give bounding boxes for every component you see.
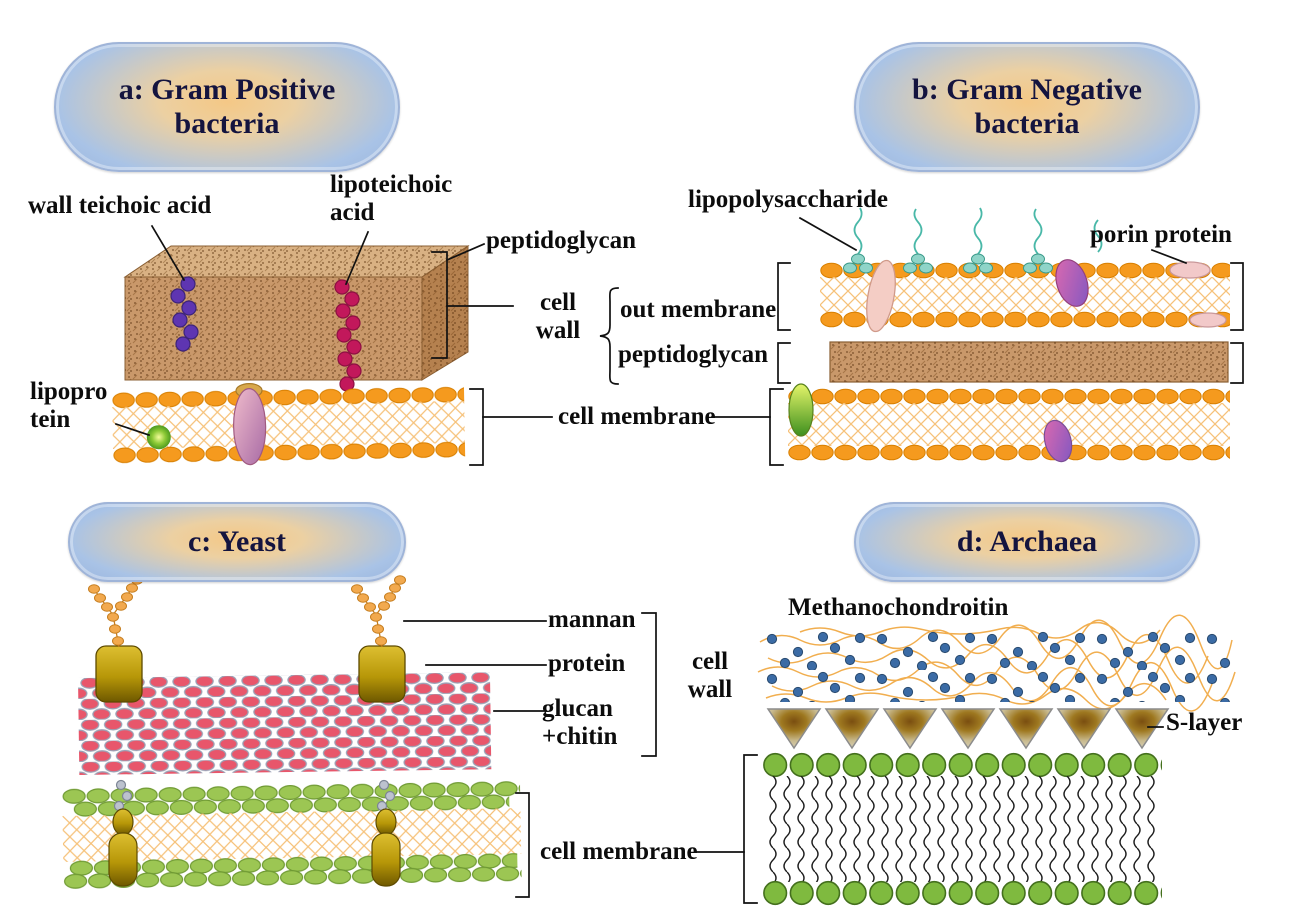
- porin-channel: [866, 259, 896, 333]
- peptidoglycan-bracket: [431, 251, 448, 359]
- lipopolysaccharide-molecules: [843, 207, 1103, 274]
- label-wall-teichoic-acid: wall teichoic acid: [28, 192, 212, 219]
- panel-a-title: a: Gram Positive bacteria: [118, 72, 336, 141]
- cell-membrane-d-bracket: [743, 754, 758, 904]
- label-methanochondroitin: Methanochondroitin: [788, 594, 1009, 621]
- porin-protein-oval: [1189, 312, 1227, 328]
- peptidoglycan-b-bracket: [777, 342, 791, 384]
- label-cell-membrane-ab: cell membrane: [558, 403, 716, 430]
- gram-positive-cell-membrane: [112, 383, 466, 466]
- panel-a-header: a: Gram Positive bacteria: [54, 42, 400, 172]
- gram-negative-cell-membrane: [788, 388, 1230, 461]
- yeast-wall-protein: [358, 645, 406, 703]
- archaea-cell-membrane: [762, 752, 1162, 906]
- cell-membrane-a-bracket: [469, 388, 484, 466]
- panel-b-title: b: Gram Negative bacteria: [912, 72, 1142, 141]
- cell-wall-brace: [599, 287, 619, 385]
- label-cell-wall-yeast: cell wall: [687, 648, 733, 703]
- cell-membrane-b-bracket: [769, 388, 784, 466]
- annotation-lines: [114, 216, 1244, 904]
- yeast-wall-protein: [95, 645, 143, 703]
- gram-negative-peptidoglycan: [829, 341, 1229, 383]
- label-protein: protein: [548, 650, 626, 677]
- label-porin-protein: porin protein: [1090, 221, 1232, 248]
- label-cell-wall-shared: cell wall: [535, 289, 581, 344]
- outer-membrane-protein: [1055, 259, 1089, 307]
- label-lipoteichoic-acid: lipoteichoic acid: [330, 171, 453, 226]
- panel-d-title: d: Archaea: [956, 524, 1098, 558]
- label-lipoprotein: lipoprotein: [30, 378, 108, 433]
- gram-positive-diagram: [112, 245, 470, 466]
- panel-b-header: b: Gram Negative bacteria: [854, 42, 1200, 172]
- inner-membrane-green-protein: [788, 383, 814, 437]
- peptidoglycan-right-bracket: [1230, 342, 1244, 384]
- yeast-cell-membrane: [61, 780, 522, 890]
- label-lipopolysaccharide: lipopolysaccharide: [688, 186, 889, 213]
- panel-c-header: c: Yeast: [68, 502, 406, 582]
- out-membrane-right-bracket: [1230, 262, 1244, 331]
- panel-c-title: c: Yeast: [187, 524, 286, 558]
- label-out-membrane: out membrane: [620, 296, 777, 323]
- porin-protein-oval: [1169, 261, 1211, 279]
- yeast-diagram: [61, 575, 522, 890]
- label-cell-membrane-cd: cell membrane: [540, 838, 698, 865]
- archaea-diagram: [757, 614, 1236, 906]
- lipoteichoic-acid-chain: [334, 279, 362, 392]
- inner-membrane-protein: [1043, 419, 1073, 463]
- yeast-cell-wall-bracket: [641, 612, 657, 757]
- label-peptidoglycan-b: peptidoglycan: [618, 341, 769, 368]
- methanochondroitin-dots: [760, 630, 1232, 702]
- panel-d-header: d: Archaea: [854, 502, 1200, 582]
- out-membrane-bracket: [777, 262, 791, 331]
- label-peptidoglycan-a: peptidoglycan: [486, 227, 637, 254]
- membrane-protein: [233, 388, 267, 466]
- label-s-layer: S-layer: [1166, 709, 1243, 736]
- cell-membrane-c-bracket: [515, 792, 530, 898]
- gram-negative-diagram: [788, 207, 1230, 463]
- s-layer-triangles: [766, 708, 1170, 750]
- label-mannan: mannan: [548, 606, 636, 633]
- label-glucan-chitin: glucan +chitin: [542, 695, 618, 750]
- lipoprotein-blob: [146, 425, 171, 450]
